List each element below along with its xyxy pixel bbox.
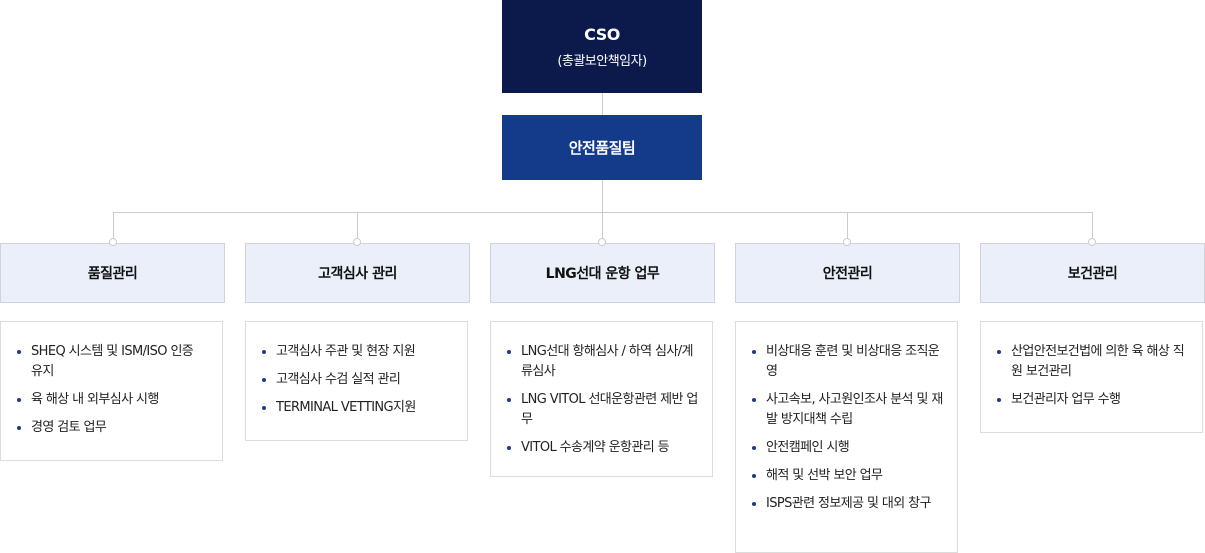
connector-cso-team	[602, 93, 603, 115]
team-label: 안전품질팀	[568, 139, 636, 157]
task-item: LNG선대 항해심사 / 하역 심사/계류심사	[505, 342, 698, 382]
team-box: 안전품질팀	[502, 115, 702, 180]
connector-team-trunk	[602, 180, 603, 243]
category-title: 고객심사 관리	[318, 266, 397, 282]
connector-drop-1	[113, 212, 114, 243]
task-item: 해적 및 선박 보안 업무	[750, 466, 943, 486]
category-box-lng-operation: LNG선대 운항 업무	[490, 243, 715, 303]
category-box-safety: 안전관리	[735, 243, 960, 303]
connector-drop-5	[1092, 212, 1093, 243]
detail-box-customer-audit: 고객심사 주관 및 현장 지원 고객심사 수검 실적 관리 TERMINAL V…	[245, 321, 468, 441]
task-item: ISPS관련 정보제공 및 대외 창구	[750, 494, 943, 514]
task-item: VITOL 수송계약 운항관리 등	[505, 438, 698, 458]
task-item: 경영 검토 업무	[15, 418, 208, 438]
connector-dot	[598, 238, 606, 246]
detail-box-health: 산업안전보건법에 의한 육 해상 직원 보건관리 보건관리자 업무 수행	[980, 321, 1203, 433]
connector-horizontal	[113, 212, 1093, 213]
task-list: 비상대응 훈련 및 비상대응 조직운영 사고속보, 사고원인조사 분석 및 재발…	[750, 342, 943, 514]
task-item: 안전캠페인 시행	[750, 438, 943, 458]
connector-drop-2	[357, 212, 358, 243]
category-box-quality: 품질관리	[0, 243, 225, 303]
task-list: SHEQ 시스템 및 ISM/ISO 인증 유지 육 해상 내 외부심사 시행 …	[15, 342, 208, 438]
category-title: 품질관리	[87, 266, 138, 282]
task-item: LNG VITOL 선대운항관련 제반 업무	[505, 390, 698, 430]
task-item: 육 해상 내 외부심사 시행	[15, 390, 208, 410]
task-list: LNG선대 항해심사 / 하역 심사/계류심사 LNG VITOL 선대운항관련…	[505, 342, 698, 458]
detail-box-lng-operation: LNG선대 항해심사 / 하역 심사/계류심사 LNG VITOL 선대운항관련…	[490, 321, 713, 477]
category-title: 안전관리	[822, 266, 873, 282]
cso-subtitle: (총괄보안책임자)	[557, 53, 647, 69]
detail-box-safety: 비상대응 훈련 및 비상대응 조직운영 사고속보, 사고원인조사 분석 및 재발…	[735, 321, 958, 553]
category-box-customer-audit: 고객심사 관리	[245, 243, 470, 303]
category-title: 보건관리	[1067, 266, 1118, 282]
task-item: 산업안전보건법에 의한 육 해상 직원 보건관리	[995, 342, 1188, 382]
cso-box: CSO (총괄보안책임자)	[502, 0, 702, 93]
task-item: 비상대응 훈련 및 비상대응 조직운영	[750, 342, 943, 382]
cso-title: CSO	[584, 24, 620, 44]
connector-drop-4	[847, 212, 848, 243]
task-list: 고객심사 주관 및 현장 지원 고객심사 수검 실적 관리 TERMINAL V…	[260, 342, 453, 418]
task-list: 산업안전보건법에 의한 육 해상 직원 보건관리 보건관리자 업무 수행	[995, 342, 1188, 410]
task-item: TERMINAL VETTING지원	[260, 398, 453, 418]
connector-dot	[843, 238, 851, 246]
task-item: 사고속보, 사고원인조사 분석 및 재발 방지대책 수립	[750, 390, 943, 430]
connector-dot	[353, 238, 361, 246]
task-item: 고객심사 주관 및 현장 지원	[260, 342, 453, 362]
category-box-health: 보건관리	[980, 243, 1205, 303]
detail-box-quality: SHEQ 시스템 및 ISM/ISO 인증 유지 육 해상 내 외부심사 시행 …	[0, 321, 223, 461]
category-title: LNG선대 운항 업무	[545, 266, 660, 282]
connector-dot	[109, 238, 117, 246]
task-item: SHEQ 시스템 및 ISM/ISO 인증 유지	[15, 342, 208, 382]
task-item: 보건관리자 업무 수행	[995, 390, 1188, 410]
connector-dot	[1088, 238, 1096, 246]
task-item: 고객심사 수검 실적 관리	[260, 370, 453, 390]
